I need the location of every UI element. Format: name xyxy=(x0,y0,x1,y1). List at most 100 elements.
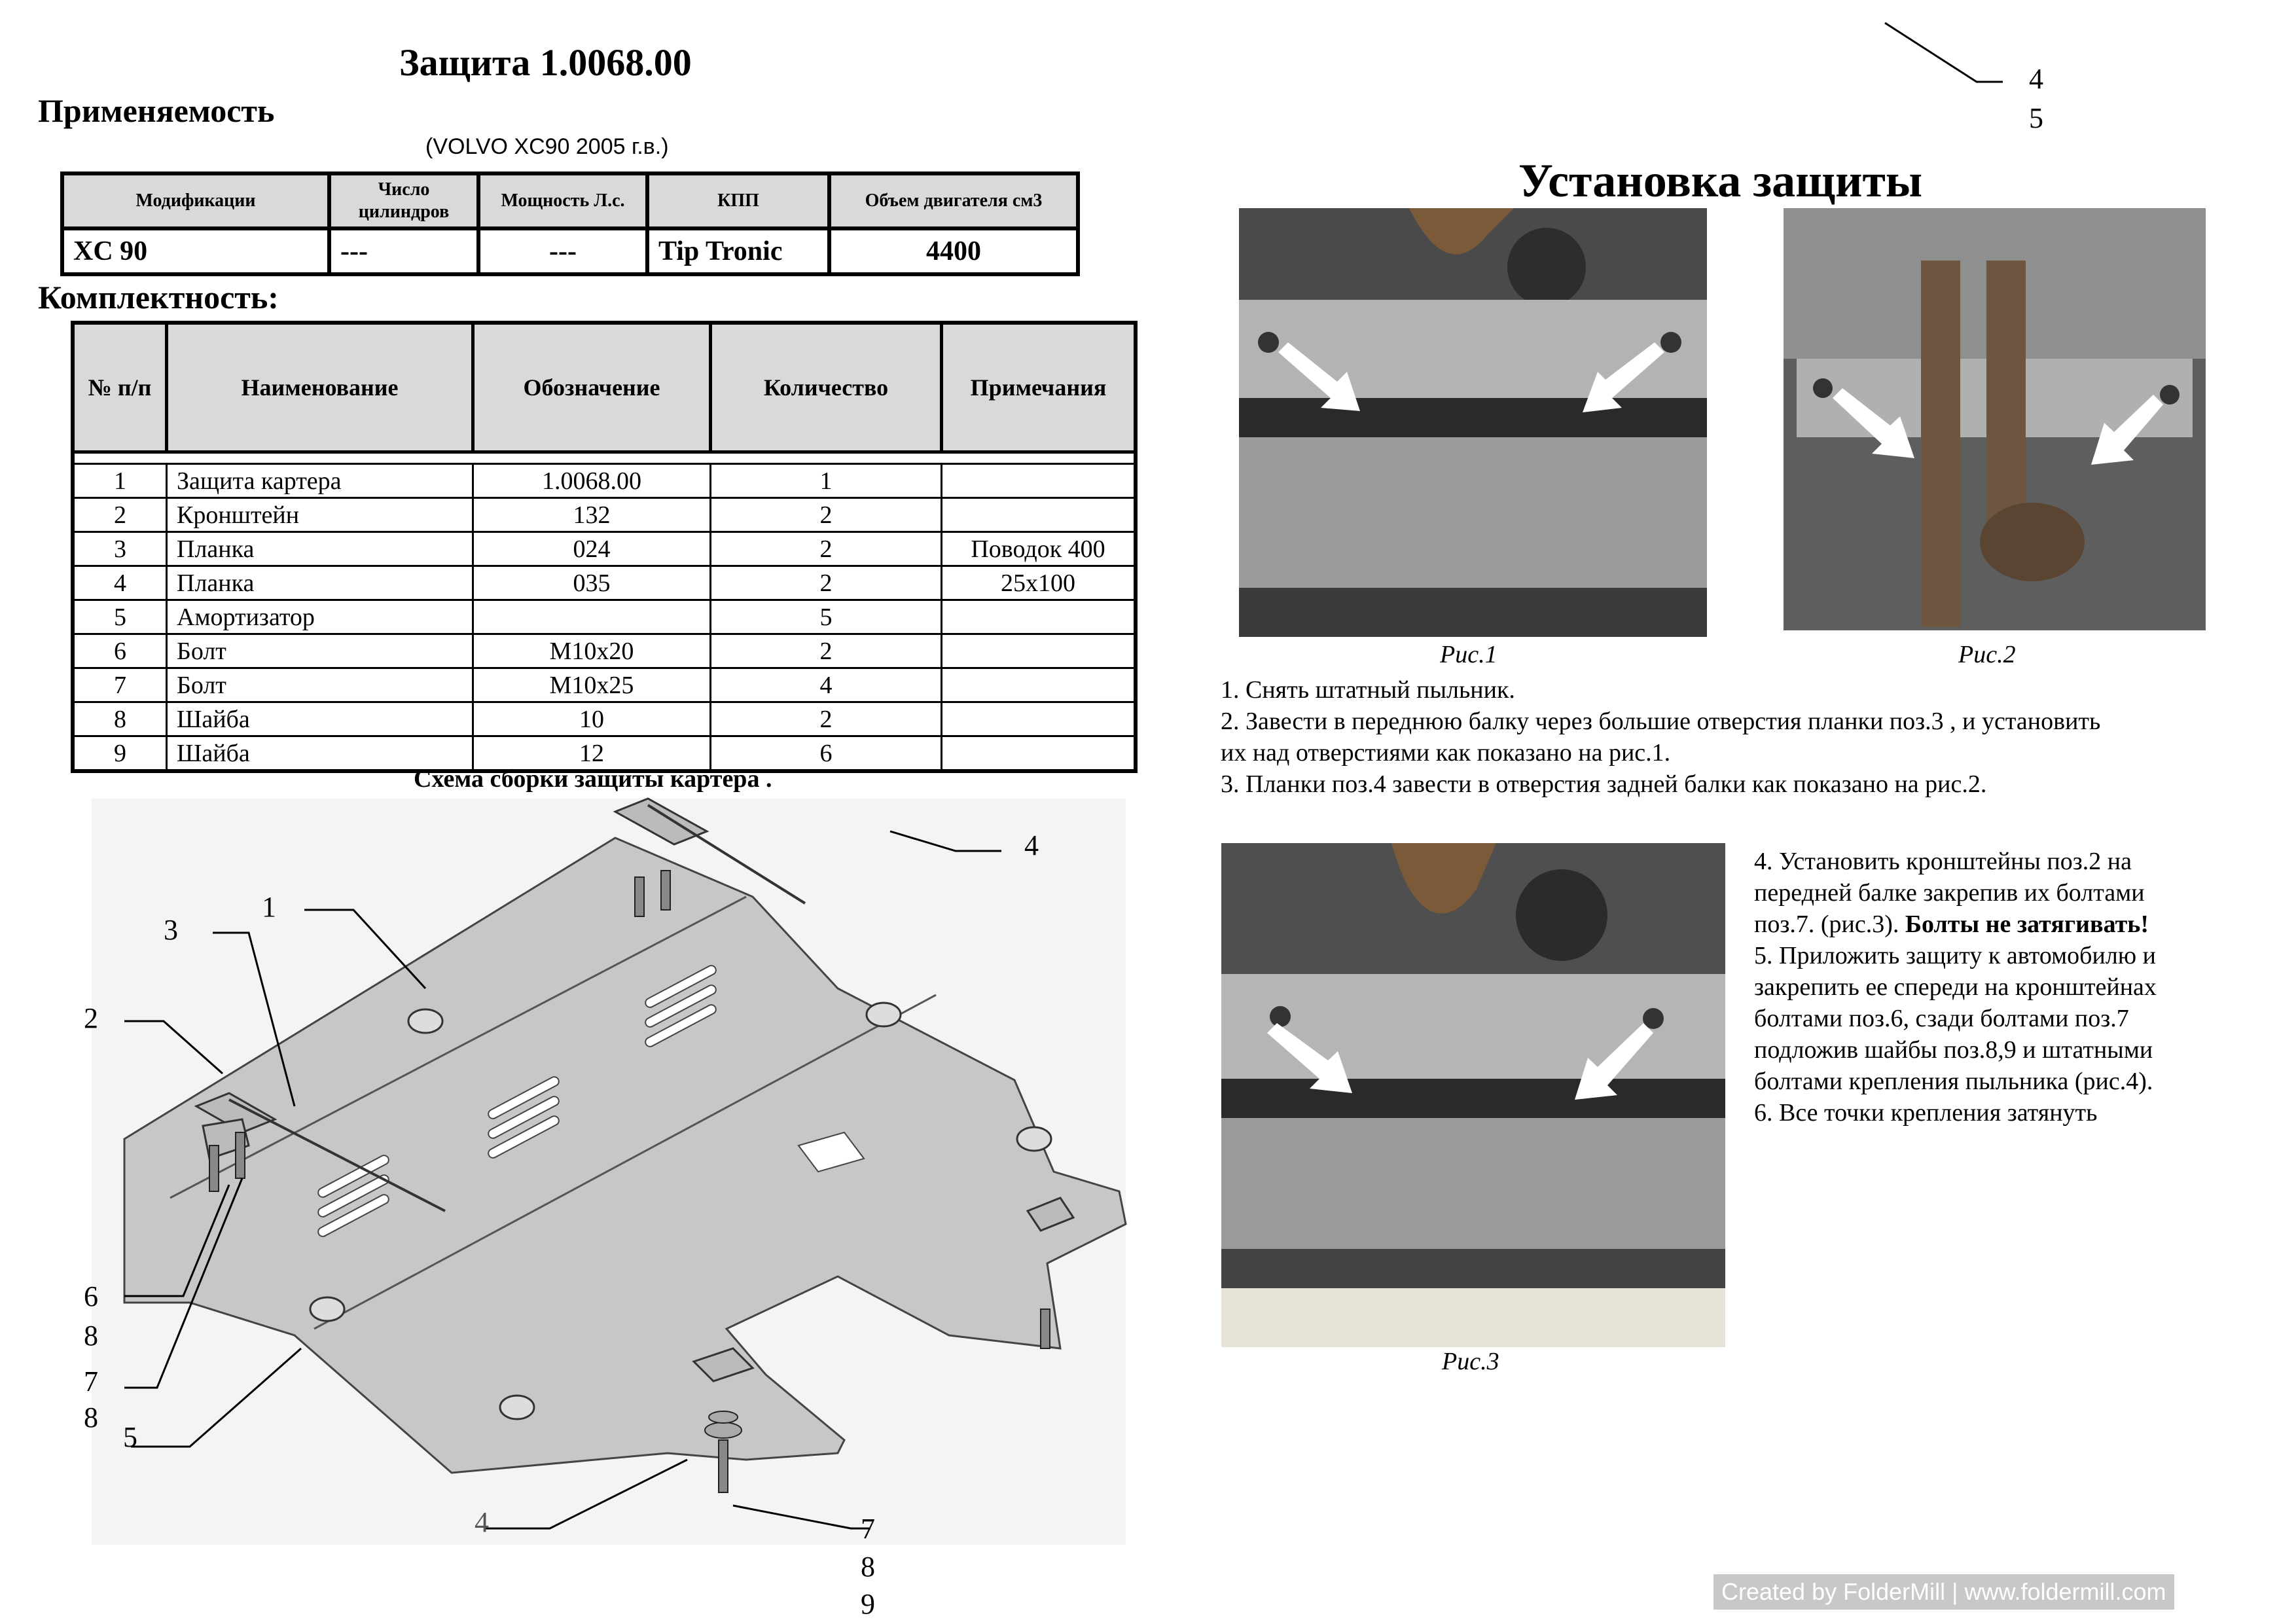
kit-cell: Шайба xyxy=(166,735,474,772)
kit-header-number: № п/п xyxy=(71,321,168,454)
kit-cell: 25x100 xyxy=(941,565,1137,601)
kit-cell: 1 xyxy=(71,463,168,499)
kit-cell: Болт xyxy=(166,633,474,669)
diagram-label-1: 1 xyxy=(262,891,276,923)
step-line: передней балке закрепив их болтами xyxy=(1754,879,2145,907)
kit-cell: 3 xyxy=(71,531,168,567)
skid-plate-shape xyxy=(123,837,1127,1474)
kit-cell: 8 xyxy=(71,701,168,737)
diagram-label-5: 5 xyxy=(123,1421,137,1453)
diagram-label-9: 9 xyxy=(861,1588,875,1620)
kit-cell xyxy=(941,735,1137,772)
app-header-cylinders: Число цилиндров xyxy=(327,171,480,230)
app-cell-power: --- xyxy=(476,226,649,276)
diagram-label-7b: 7 xyxy=(861,1513,875,1545)
app-cell-engine-volume: 4400 xyxy=(827,226,1080,276)
steps-top: 1. Снять штатный пыльник. 2. Завести в п… xyxy=(1221,674,2100,800)
kit-cell: Болт xyxy=(166,667,474,703)
kit-cell: Поводок 400 xyxy=(941,531,1137,567)
kit-cell: 2 xyxy=(709,497,942,533)
kit-cell: 2 xyxy=(709,633,942,669)
kit-cell: 1.0068.00 xyxy=(472,463,711,499)
leader-lines xyxy=(124,830,1001,1530)
kit-cell: М10x25 xyxy=(472,667,711,703)
diagram-label-8c: 8 xyxy=(861,1551,875,1583)
kit-cell: 2 xyxy=(71,497,168,533)
steps-right: 4. Установить кронштейны поз.2 на передн… xyxy=(1754,846,2157,1128)
kit-cell: 7 xyxy=(71,667,168,703)
watermark: Created by FolderMill | www.foldermill.c… xyxy=(1713,1574,2174,1610)
kit-cell xyxy=(941,701,1137,737)
step-line: болтами крепления пыльника (рис.4). xyxy=(1754,1068,2153,1095)
kit-cell: Защита картера xyxy=(166,463,474,499)
step-line: подложив шайбы поз.8,9 и штатными xyxy=(1754,1036,2153,1064)
kit-cell: 12 xyxy=(472,735,711,772)
diagram-label-7a: 7 xyxy=(84,1365,98,1398)
kit-cell xyxy=(941,633,1137,669)
kit-header-notes: Примечания xyxy=(940,321,1138,454)
kit-cell xyxy=(941,463,1137,499)
step-line: 4. Установить кронштейны поз.2 на xyxy=(1754,848,2132,875)
warning-text: Болты не затягивать! xyxy=(1905,911,2149,938)
step-line: их над отверстиями как показано на рис.1… xyxy=(1221,739,1671,767)
diagram-label-2: 2 xyxy=(84,1002,98,1034)
kit-cell: 5 xyxy=(71,599,168,635)
damper-pads xyxy=(309,1001,1052,1420)
fig2-caption: Рис.2 xyxy=(1958,641,2016,668)
applicability-heading: Применяемость xyxy=(38,92,275,129)
kit-table: № п/п Наименование Обозначение Количеств… xyxy=(71,321,1138,773)
diagram-label-8b: 8 xyxy=(84,1401,98,1434)
kit-cell: 2 xyxy=(709,565,942,601)
step-line: закрепить ее спереди на кронштейнах xyxy=(1754,973,2157,1001)
corner-number-5: 5 xyxy=(2029,102,2043,134)
corner-number-4: 4 xyxy=(2029,63,2043,95)
kit-header-quantity: Количество xyxy=(709,321,943,454)
kit-cell xyxy=(941,667,1137,703)
kit-cell xyxy=(941,599,1137,635)
step-line: 3. Планки поз.4 завести в отверстия задн… xyxy=(1221,770,1987,798)
diagram-caption: Схема сборки защиты картера . xyxy=(414,765,772,793)
step-line: 1. Снять штатный пыльник. xyxy=(1221,676,1515,704)
kit-cell xyxy=(941,497,1137,533)
app-cell-gearbox: Tip Tronic xyxy=(645,226,831,276)
app-header-modification: Модификации xyxy=(60,171,331,230)
photo-fig2 xyxy=(1784,208,2206,630)
kit-cell xyxy=(472,599,711,635)
kit-cell: 4 xyxy=(709,667,942,703)
app-cell-modification: XC 90 xyxy=(60,226,331,276)
diagram-label-8a: 8 xyxy=(84,1320,98,1352)
diagram-label-4-bottom: 4 xyxy=(475,1506,489,1538)
install-heading: Установка защиты xyxy=(1518,154,1923,207)
photo-fig3 xyxy=(1221,843,1725,1347)
vehicle-note: (VOLVO XC90 2005 г.в.) xyxy=(425,134,669,159)
step-text: поз.7. (рис.3). xyxy=(1754,911,1899,938)
app-header-gearbox: КПП xyxy=(645,171,831,230)
step-line: 5. Приложить защиту к автомобилю и xyxy=(1754,942,2157,969)
kit-cell: Шайба xyxy=(166,701,474,737)
kit-cell: 024 xyxy=(472,531,711,567)
app-header-engine-volume: Объем двигателя см3 xyxy=(827,171,1080,230)
fig1-caption: Рис.1 xyxy=(1440,641,1498,668)
vent-slots xyxy=(317,965,717,1237)
app-cell-cylinders: --- xyxy=(327,226,480,276)
kit-cell: 5 xyxy=(709,599,942,635)
kit-heading: Комплектность: xyxy=(38,279,279,316)
kit-cell: 4 xyxy=(71,565,168,601)
kit-cell: 9 xyxy=(71,735,168,772)
kit-header-designation: Обозначение xyxy=(471,321,712,454)
kit-cell: 6 xyxy=(709,735,942,772)
step-line: поз.7. (рис.3). Болты не затягивать! xyxy=(1754,909,2157,940)
step-line: 2. Завести в переднюю балку через больши… xyxy=(1221,708,2101,735)
corner-leader xyxy=(1884,22,2003,83)
kit-cell: 132 xyxy=(472,497,711,533)
fig3-caption: Рис.3 xyxy=(1442,1348,1499,1375)
step-line: 6. Все точки крепления затянуть xyxy=(1754,1099,2098,1127)
document-title: Защита 1.0068.00 xyxy=(399,41,692,84)
diagram-label-3: 3 xyxy=(164,914,178,946)
